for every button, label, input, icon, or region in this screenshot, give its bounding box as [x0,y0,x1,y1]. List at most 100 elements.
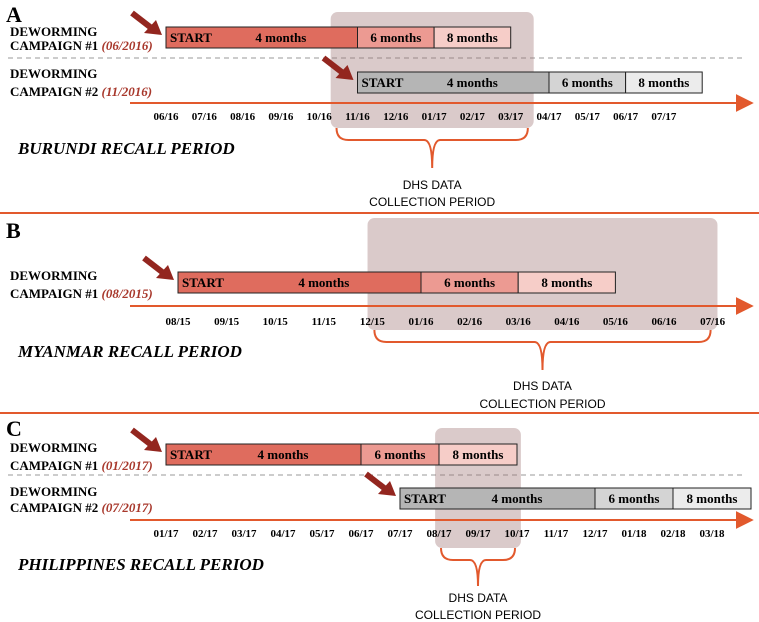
segment-start-label: START [170,447,212,462]
dhs-label-line1: DHS DATA [513,379,572,393]
campaign-label: DEWORMING [10,268,97,283]
campaign-label: CAMPAIGN #1 (08/2015) [10,286,153,301]
tick-label: 01/17 [153,528,179,540]
panel-letter-b: B [6,218,21,243]
segment-start-label: START [170,30,212,45]
tick-label: 02/17 [192,528,218,540]
campaign-start-pointer-icon [321,55,354,80]
campaign-start-pointer-icon [130,10,162,35]
segment-6-months-label: 6 months [562,75,613,90]
tick-label: 11/16 [345,111,370,123]
tick-label: 07/17 [387,528,413,540]
segment-8-months-label: 8 months [453,447,504,462]
campaign-date: (07/2017) [101,500,152,515]
segment-8-months [517,271,616,294]
pointer-head [335,65,354,80]
segment-8-months-label: 8 months [687,491,738,506]
tick-label: 04/17 [536,111,562,123]
tick-label: 07/17 [651,111,677,123]
segment-6-months-label: 6 months [375,447,426,462]
segment-8-months-label: 8 months [447,30,498,45]
campaign-label: DEWORMING [10,440,97,455]
collection-brace [440,547,516,587]
tick-label: 03/16 [506,316,532,328]
segment-8-months [438,443,518,466]
segment-8-months [672,487,752,510]
tick-label: 05/17 [309,528,335,540]
campaign-date: (11/2016) [101,84,152,99]
tick-label: 07/16 [192,111,218,123]
recall-period-title: MYANMAR RECALL PERIOD [17,342,242,361]
collection-brace [335,127,529,169]
tick-label: 07/16 [700,316,726,328]
tick-label: 02/18 [660,528,686,540]
tick-label: 08/16 [230,111,256,123]
recall-period-title: BURUNDI RECALL PERIOD [17,139,235,158]
tick-label: 09/17 [465,528,491,540]
tick-label: 09/15 [214,316,240,328]
campaign-label: CAMPAIGN #1 (01/2017) [10,458,153,473]
tick-label: 03/18 [699,528,725,540]
tick-label: 12/17 [582,528,608,540]
tick-label: 10/16 [307,111,333,123]
segment-8-months-label: 8 months [638,75,689,90]
tick-label: 06/17 [613,111,639,123]
segment-start-label: START [182,275,224,290]
tick-label: 01/17 [422,111,448,123]
campaign-start-pointer-icon [142,255,174,280]
campaign-date: (06/2016) [101,38,152,53]
campaign-label: DEWORMING [10,484,97,499]
pointer-head [144,20,162,35]
campaign-label: DEWORMING [10,66,97,81]
campaign-label: CAMPAIGN #1 (06/2016) [10,38,153,53]
panel-letter-c: C [6,416,22,441]
tick-label: 05/16 [603,316,629,328]
pointer-head [156,265,174,280]
tick-label: 11/15 [312,316,337,328]
segment-6-months-label: 6 months [444,275,495,290]
tick-label: 12/15 [360,316,386,328]
tick-label: 10/15 [263,316,289,328]
campaign-start-pointer-icon [130,427,162,452]
campaign-label: CAMPAIGN #2 (11/2016) [10,84,152,99]
tick-label: 02/16 [457,316,483,328]
tick-label: 08/17 [426,528,452,540]
tick-label: 04/16 [554,316,580,328]
tick-label: 03/17 [231,528,257,540]
segment-6-months-label: 6 months [370,30,421,45]
tick-label: 03/17 [498,111,524,123]
dhs-label-line2: COLLECTION PERIOD [369,195,495,209]
segment-4-months-label: 4 months [492,491,543,506]
campaign-start-pointer-icon [364,471,396,496]
pointer-head [144,437,162,452]
tick-label: 06/16 [651,316,677,328]
dhs-label-line1: DHS DATA [449,591,508,605]
dhs-label-line2: COLLECTION PERIOD [415,608,541,622]
segment-4-months-label: 4 months [298,275,349,290]
campaign-date: (08/2015) [101,286,152,301]
segment-6-months-label: 6 months [609,491,660,506]
tick-label: 11/17 [544,528,569,540]
pointer-head [378,481,396,496]
tick-label: 01/18 [621,528,647,540]
campaign-date: (01/2017) [101,458,152,473]
segment-4-months-label: 4 months [447,75,498,90]
tick-label: 06/17 [348,528,374,540]
segment-start-label: START [404,491,446,506]
segment-8-months [433,26,512,49]
tick-label: 12/16 [383,111,409,123]
tick-label: 01/16 [408,316,434,328]
tick-label: 02/17 [460,111,486,123]
segment-8-months [625,71,703,94]
collection-brace [373,329,712,371]
campaign-label: DEWORMING [10,24,97,39]
segment-4-months-label: 4 months [255,30,306,45]
tick-label: 04/17 [270,528,296,540]
segment-8-months-label: 8 months [541,275,592,290]
tick-label: 08/15 [165,316,191,328]
tick-label: 09/16 [268,111,294,123]
recall-period-title: PHILIPPINES RECALL PERIOD [17,555,264,574]
dhs-label-line2: COLLECTION PERIOD [479,397,605,411]
segment-start-label: START [362,75,404,90]
